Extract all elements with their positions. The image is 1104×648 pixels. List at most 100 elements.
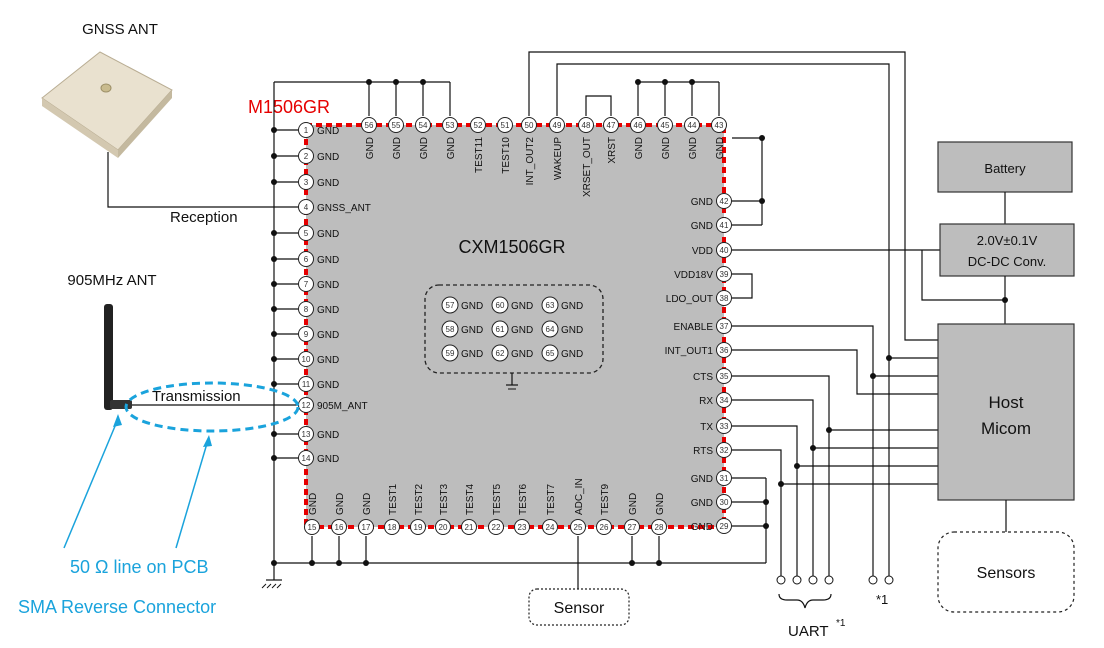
junction-dot (363, 560, 369, 566)
junction-dot (763, 499, 769, 505)
reception-label: Reception (170, 209, 238, 226)
pin-number: 9 (304, 330, 309, 339)
pin-number: 46 (634, 121, 643, 130)
center-ground-icon (506, 373, 518, 390)
pin-number: 33 (720, 422, 729, 431)
pin-label: GND (317, 152, 339, 163)
dcdc-line1: 2.0V±0.1V (977, 233, 1038, 248)
junction-dot (662, 79, 668, 85)
battery-label: Battery (984, 161, 1026, 176)
module-name: M1506GR (248, 97, 330, 117)
pin-number: 32 (720, 446, 729, 455)
pin-number: 25 (574, 523, 583, 532)
pin-label: TEST7 (546, 483, 557, 515)
uart-label: UART (788, 623, 829, 640)
pin-number: 28 (655, 523, 664, 532)
pin-number: 13 (302, 430, 311, 439)
pin-number: 14 (302, 454, 311, 463)
pin-label: GND (446, 137, 457, 159)
pin-number: 23 (518, 523, 527, 532)
ground-symbol-icon (261, 579, 282, 589)
pin-number: 29 (720, 522, 729, 531)
pin-number: 3 (304, 178, 309, 187)
dcdc-box (939, 223, 1075, 277)
pin-label: 905M_ANT (317, 401, 368, 412)
junction-dot (309, 560, 315, 566)
whip-antenna-icon (104, 304, 132, 410)
sensors-label: Sensors (977, 565, 1036, 582)
pin-number: 58 (446, 325, 455, 334)
center-gnd-pad (424, 284, 604, 374)
pin-number: 56 (365, 121, 374, 130)
pin-label: INT_OUT1 (665, 346, 714, 357)
pin-40: 40 VDD (692, 242, 732, 258)
pin-number: 2 (304, 152, 309, 161)
pin-number: 5 (304, 229, 309, 238)
pin-label: VDD (692, 246, 713, 257)
pin-label: WAKEUP (553, 137, 564, 180)
junction-dot (271, 356, 277, 362)
pin-number: 41 (720, 221, 729, 230)
pin-number: 49 (553, 121, 562, 130)
host-micom-box (937, 323, 1075, 501)
pin-label: GND (691, 474, 713, 485)
sensor-box (528, 588, 630, 626)
uart-terminals (776, 575, 894, 585)
enable-note: *1 (876, 592, 888, 607)
pin-number: 61 (496, 325, 505, 334)
pin-label: CTS (693, 372, 713, 383)
ground-rails (273, 81, 767, 580)
junction-dot (271, 281, 277, 287)
junction-dot (271, 153, 277, 159)
pin-label: GND (715, 137, 726, 159)
pin-number: 40 (720, 246, 729, 255)
junction-dot (689, 79, 695, 85)
pin-number: 34 (720, 396, 729, 405)
pin-label: TEST10 (501, 137, 512, 174)
sma-label: SMA Reverse Connector (18, 597, 216, 617)
pin-number: 38 (720, 294, 729, 303)
pin-label: LDO_OUT (666, 294, 713, 305)
pin-label: TEST11 (474, 137, 485, 173)
pin-label: TEST9 (600, 483, 611, 515)
pin-label: VDD18V (674, 270, 713, 281)
pin-label: TEST4 (465, 483, 476, 515)
transmission-line-highlight (124, 381, 300, 433)
pin-number: 52 (474, 121, 483, 130)
pin-number: 57 (446, 301, 455, 310)
pin-label: GNSS_ANT (317, 203, 371, 214)
pin-number: 65 (546, 349, 555, 358)
junction-dot (759, 135, 765, 141)
